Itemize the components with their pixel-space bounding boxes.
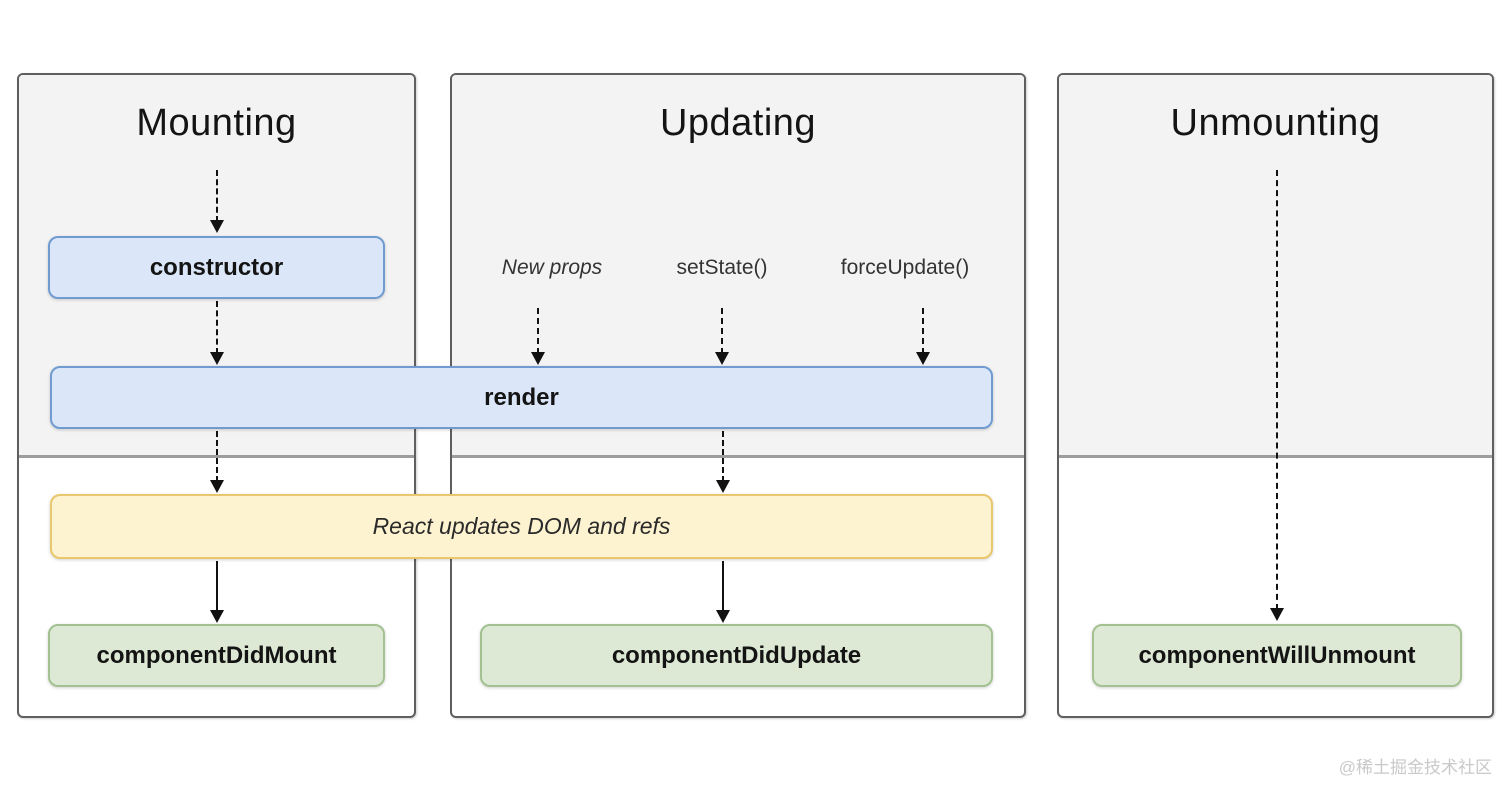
panel-title-unmounting: Unmounting (1170, 102, 1381, 144)
arrow-shaft (1276, 170, 1278, 610)
arrowhead-icon (716, 610, 730, 623)
arrowhead-icon (716, 480, 730, 493)
arrow-shaft (722, 561, 724, 612)
arrow-shaft (721, 308, 723, 354)
trigger-label-new-props: New props (501, 256, 603, 279)
trigger-label-forceupdate: forceUpdate() (840, 256, 970, 279)
arrow-shaft (216, 431, 218, 482)
arrowhead-icon (1270, 608, 1284, 621)
panel-unmounting-render-phase-zone (1059, 75, 1492, 458)
arrow-shaft (216, 170, 218, 222)
node-componentdidupdate: componentDidUpdate (480, 624, 993, 687)
arrow-shaft (722, 431, 724, 482)
arrow-shaft (537, 308, 539, 354)
node-componentwillunmount: componentWillUnmount (1092, 624, 1462, 687)
node-componentdidmount: componentDidMount (48, 624, 385, 687)
arrowhead-icon (210, 352, 224, 365)
arrow-shaft (216, 561, 218, 612)
arrow-shaft (922, 308, 924, 354)
node-render: render (50, 366, 993, 429)
arrowhead-icon (210, 220, 224, 233)
node-constructor: constructor (48, 236, 385, 299)
watermark-juejin-community: @稀土掘金技术社区 (1338, 758, 1492, 777)
arrowhead-icon (210, 610, 224, 623)
arrow-shaft (216, 301, 218, 354)
panel-title-updating: Updating (659, 102, 817, 144)
arrowhead-icon (715, 352, 729, 365)
node-react-updates-dom: React updates DOM and refs (50, 494, 993, 559)
trigger-label-setstate: setState() (676, 256, 768, 279)
panel-title-mounting: Mounting (136, 102, 297, 144)
arrowhead-icon (916, 352, 930, 365)
arrowhead-icon (531, 352, 545, 365)
arrowhead-icon (210, 480, 224, 493)
